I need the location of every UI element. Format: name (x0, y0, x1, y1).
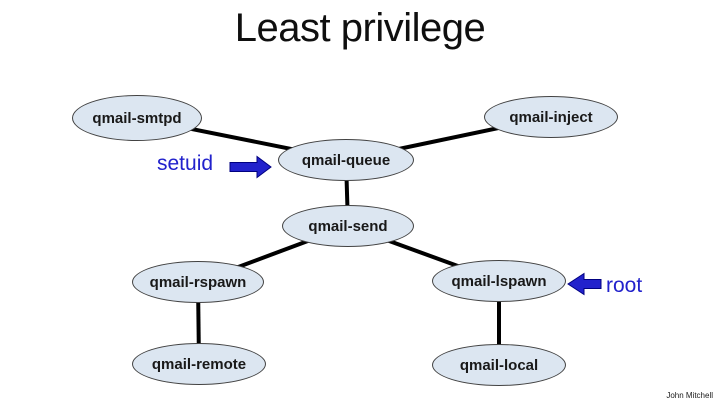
node-qmail-queue: qmail-queue (278, 139, 414, 181)
node-qmail-inject: qmail-inject (484, 96, 618, 138)
root-left-arrow-icon (567, 272, 602, 296)
node-label: qmail-remote (151, 355, 247, 373)
author-credit: John Mitchell (666, 391, 713, 400)
node-qmail-smtpd: qmail-smtpd (72, 95, 202, 141)
root-label: root (606, 274, 643, 297)
node-qmail-remote: qmail-remote (132, 343, 266, 385)
node-qmail-rspawn: qmail-rspawn (132, 261, 264, 303)
node-label: qmail-inject (509, 108, 593, 126)
node-label: qmail-local (459, 356, 539, 374)
node-label: qmail-send (308, 217, 388, 235)
node-label: qmail-rspawn (149, 273, 247, 291)
slide-title: Least privilege (234, 6, 486, 50)
node-label: qmail-lspawn (451, 272, 547, 290)
node-qmail-local: qmail-local (432, 344, 566, 386)
node-label: qmail-queue (301, 151, 391, 169)
setuid-label: setuid (157, 152, 214, 175)
node-qmail-lspawn: qmail-lspawn (432, 260, 566, 302)
node-qmail-send: qmail-send (282, 205, 414, 247)
setuid-right-arrow-icon (229, 155, 272, 179)
node-label: qmail-smtpd (92, 109, 182, 127)
